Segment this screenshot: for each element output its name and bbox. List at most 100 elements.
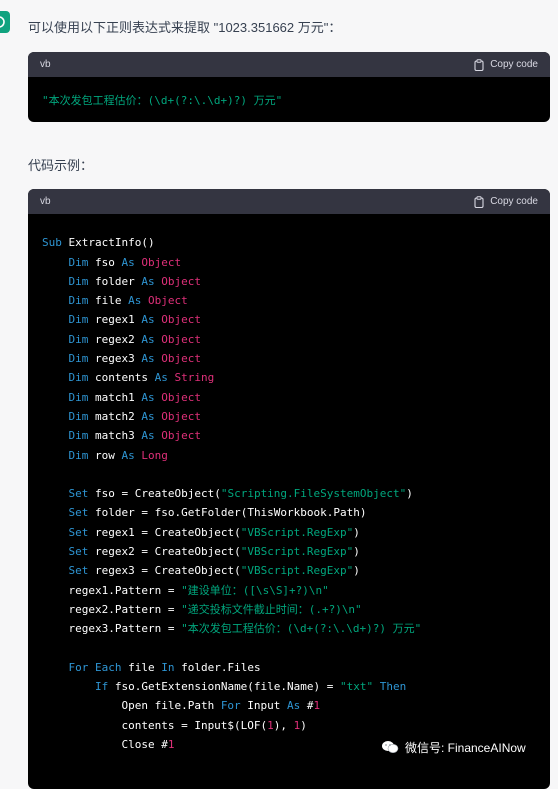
code-line: regex2.Pattern = "递交投标文件截止时间：(.+?)\n" xyxy=(42,600,550,619)
code-line: "本次发包工程估价：(\d+(?:\.\d+)?) 万元" xyxy=(42,91,550,110)
code-line: Set regex1 = CreateObject("VBScript.RegE… xyxy=(42,523,550,542)
code-token xyxy=(42,429,69,442)
code-token: Object xyxy=(161,332,201,346)
code-token: "Scripting.FileSystemObject" xyxy=(220,487,407,501)
openai-logo-icon xyxy=(0,16,5,28)
code-token: As xyxy=(154,371,168,385)
code-token: As xyxy=(141,332,155,346)
code-token: "本次发包工程估价：(\d+(?:\.\d+)?) 万元" xyxy=(42,94,283,107)
code-token: fso.GetExtensionName(file.Name) = xyxy=(108,680,341,694)
copy-code-label: Copy code xyxy=(490,59,538,70)
code-token: As xyxy=(121,448,135,462)
code-line xyxy=(42,465,550,484)
code-line: Dim regex2 As Object xyxy=(42,330,550,349)
code-token: regex1.Pattern = xyxy=(42,583,182,597)
code-token: regex3.Pattern = xyxy=(42,622,182,636)
code-token xyxy=(42,410,69,423)
code-token: "VBScript.RegExp" xyxy=(240,545,354,559)
code-token: 1 xyxy=(293,718,301,732)
code-token xyxy=(42,256,69,269)
code-token: Dim xyxy=(68,294,89,308)
code-line: Dim folder As Object xyxy=(42,272,550,291)
code-line: If fso.GetExtensionName(file.Name) = "tx… xyxy=(42,677,550,696)
code-token: Object xyxy=(161,390,201,404)
code-token: As xyxy=(141,390,155,404)
code-block-regex: vb Copy code "本次发包工程估价：(\d+(?:\.\d+)?) 万… xyxy=(28,52,550,122)
code-line: contents = Input$(LOF(1), 1) xyxy=(42,716,550,735)
copy-code-label: Copy code xyxy=(490,196,538,207)
code-token: regex3 xyxy=(88,352,142,366)
code-token xyxy=(42,661,69,674)
code-token xyxy=(42,545,69,558)
code-token: Set xyxy=(68,564,89,578)
intro-text: 可以使用以下正则表达式来提取 "1023.351662 万元"： xyxy=(28,20,342,35)
code-token: "VBScript.RegExp" xyxy=(240,564,354,578)
code-token: Each xyxy=(95,660,122,674)
code-line: regex1.Pattern = "建设单位：([\s\S]+?)\n" xyxy=(42,581,550,600)
copy-code-button[interactable]: Copy code xyxy=(474,58,538,71)
code-language-label: vb xyxy=(40,59,51,70)
code-language-label: vb xyxy=(40,196,51,207)
code-token: Dim xyxy=(68,409,89,423)
code-line: Dim fso As Object xyxy=(42,253,550,272)
code-token xyxy=(42,333,69,346)
code-token: As xyxy=(141,409,155,423)
code-line: Set regex2 = CreateObject("VBScript.RegE… xyxy=(42,542,550,561)
code-token: match2 xyxy=(88,409,142,423)
code-token: file xyxy=(88,294,129,308)
code-token: As xyxy=(141,429,155,443)
copy-code-button[interactable]: Copy code xyxy=(474,195,538,208)
code-token xyxy=(88,661,95,674)
code-token: ExtractInfo() xyxy=(61,236,155,250)
code-line: regex3.Pattern = "本次发包工程估价：(\d+(?:\.\d+)… xyxy=(42,619,550,638)
code-token: Object xyxy=(148,294,188,308)
code-line: Set folder = fso.GetFolder(ThisWorkbook.… xyxy=(42,503,550,522)
code-token: "VBScript.RegExp" xyxy=(240,525,354,539)
code-token: Dim xyxy=(68,429,89,443)
code-token: As xyxy=(121,255,135,269)
code-line: Dim match2 As Object xyxy=(42,407,550,426)
code-token: Dim xyxy=(68,352,89,366)
code-token xyxy=(141,294,148,307)
code-token: Object xyxy=(161,313,201,327)
code-token: ) xyxy=(406,487,413,501)
code-token: As xyxy=(287,699,301,713)
code-token: For xyxy=(68,660,89,674)
code-token xyxy=(42,506,69,519)
code-token: As xyxy=(141,352,155,366)
clipboard-icon xyxy=(474,195,484,208)
example-label: 代码示例： xyxy=(28,158,94,173)
code-token: Dim xyxy=(68,448,89,462)
code-token: regex3 = CreateObject( xyxy=(88,564,241,578)
code-content: "本次发包工程估价：(\d+(?:\.\d+)?) 万元" xyxy=(28,77,550,110)
clipboard-icon xyxy=(474,58,484,71)
code-token xyxy=(42,275,69,288)
code-block-example: vb Copy code Sub ExtractInfo() Dim fso A… xyxy=(28,189,550,789)
code-token: String xyxy=(174,371,215,385)
code-token: 1 xyxy=(167,738,175,752)
code-token xyxy=(42,313,69,326)
code-token: Dim xyxy=(68,274,89,288)
code-token: ) xyxy=(353,564,360,578)
code-token: "建设单位：([\s\S]+?)\n" xyxy=(181,583,329,597)
code-token: Object xyxy=(161,352,201,366)
code-line: Dim match1 As Object xyxy=(42,388,550,407)
code-token: # xyxy=(300,699,314,713)
code-token: As xyxy=(128,294,142,308)
code-token xyxy=(42,391,69,404)
code-token: As xyxy=(141,313,155,327)
code-token: Then xyxy=(379,680,407,694)
code-token xyxy=(42,294,69,307)
code-token: regex1 xyxy=(88,313,142,327)
assistant-avatar xyxy=(0,11,10,33)
code-token xyxy=(42,371,69,384)
code-token: ) xyxy=(353,545,360,559)
code-token: Set xyxy=(68,487,89,501)
code-token: file xyxy=(121,660,162,674)
code-token: Sub xyxy=(42,236,62,250)
code-token: ) xyxy=(300,718,307,732)
code-token xyxy=(373,680,380,693)
code-token: contents xyxy=(88,371,155,385)
code-line: Set regex3 = CreateObject("VBScript.RegE… xyxy=(42,561,550,580)
code-token: folder xyxy=(88,274,142,288)
